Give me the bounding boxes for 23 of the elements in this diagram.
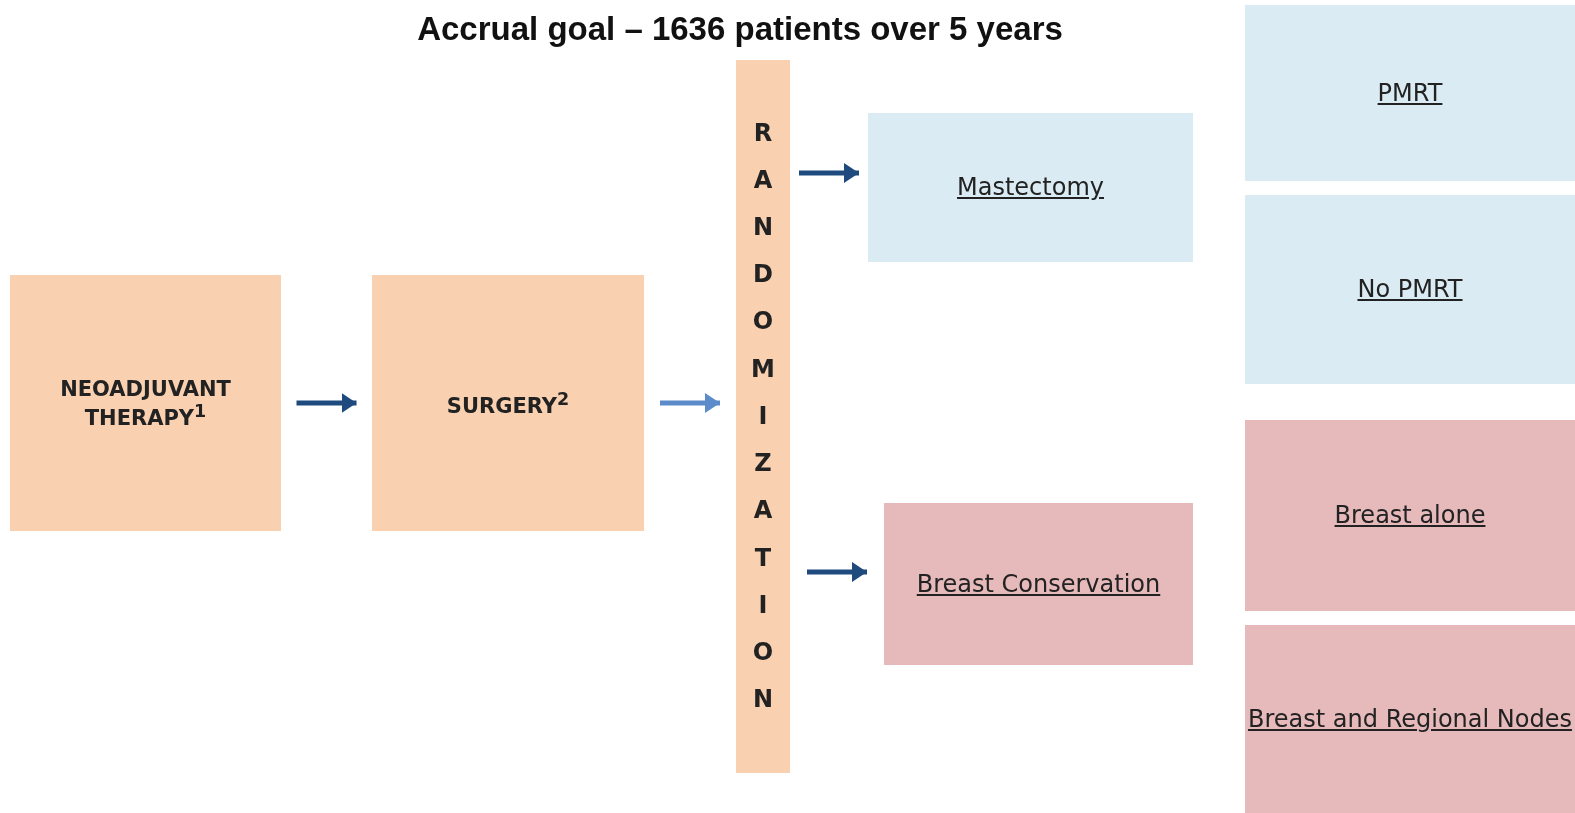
node-label: No PMRT [1357,274,1463,306]
title: Accrual goal – 1636 patients over 5 years [416,10,1064,48]
treatment-box [1245,625,1575,813]
node-label: SURGERY$^{2}$ [446,388,570,418]
treatment-box [1245,420,1575,611]
process-box [372,275,644,531]
node-label: PMRT [1377,77,1443,109]
arrow [799,163,859,183]
process-box [10,275,281,531]
arm-box [868,113,1193,262]
randomization-bar [736,60,790,773]
node-label: NEOADJUVANT THERAPY$^{1}$ [59,376,232,430]
arrow [660,393,720,413]
treatment-box [1245,195,1575,384]
node-label: RANDOMIZATION [751,117,775,716]
node-label: Mastectomy [957,172,1104,204]
arrow [807,562,867,582]
arm-box [884,503,1193,665]
node-label: Breast alone [1334,500,1486,532]
arrow [296,393,357,413]
node-label: Breast Conservation [916,568,1161,600]
treatment-box [1245,5,1575,181]
node-label: Breast and Regional Nodes [1248,703,1572,735]
